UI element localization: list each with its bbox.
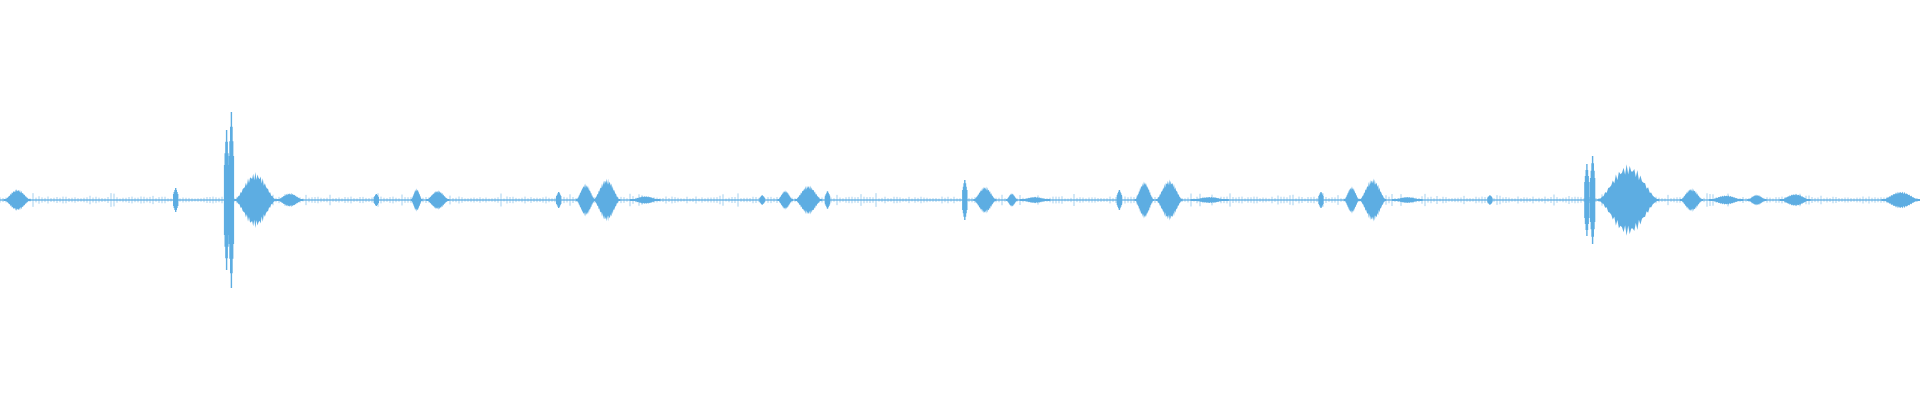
waveform-blob <box>1019 196 1051 204</box>
waveform-blob <box>777 190 793 210</box>
waveform-blob <box>1597 164 1659 236</box>
waveform-spike <box>1116 190 1123 210</box>
waveform-spike <box>1318 192 1324 208</box>
waveform-spike <box>228 112 235 288</box>
waveform-spike <box>759 195 765 205</box>
waveform-blob <box>1747 194 1767 206</box>
waveform-blob <box>593 178 621 222</box>
waveform-blob <box>1708 195 1744 205</box>
waveform-blob <box>576 183 596 217</box>
waveform-spike <box>373 194 379 206</box>
waveform-spike <box>824 191 831 209</box>
waveform-blob <box>234 172 277 228</box>
waveform-blob <box>1881 191 1920 209</box>
waveform-spike <box>1584 164 1590 236</box>
waveform-events <box>3 112 1920 288</box>
waveform-spike <box>173 188 179 212</box>
waveform-blob <box>3 189 31 211</box>
waveform-blob <box>1155 179 1183 221</box>
waveform-blob <box>1134 181 1154 219</box>
waveform-blob <box>1392 196 1423 204</box>
waveform-blob <box>629 196 661 204</box>
waveform-blob <box>410 188 423 212</box>
waveform-blob <box>1190 196 1229 204</box>
waveform-blob <box>1359 178 1387 222</box>
waveform-blob <box>1779 193 1811 207</box>
waveform-spike <box>1487 195 1493 205</box>
waveform-spike <box>556 192 562 208</box>
waveform-blob <box>1006 192 1018 208</box>
waveform-blob <box>973 186 997 214</box>
waveform-spike <box>1589 156 1596 244</box>
waveform-blob <box>426 190 450 210</box>
waveform-spike <box>962 180 968 220</box>
waveform-blob <box>1344 186 1360 214</box>
waveform-spike <box>223 130 230 270</box>
waveform-blob <box>276 192 304 208</box>
waveform-blob <box>1680 188 1703 212</box>
waveform-blob <box>794 185 822 215</box>
